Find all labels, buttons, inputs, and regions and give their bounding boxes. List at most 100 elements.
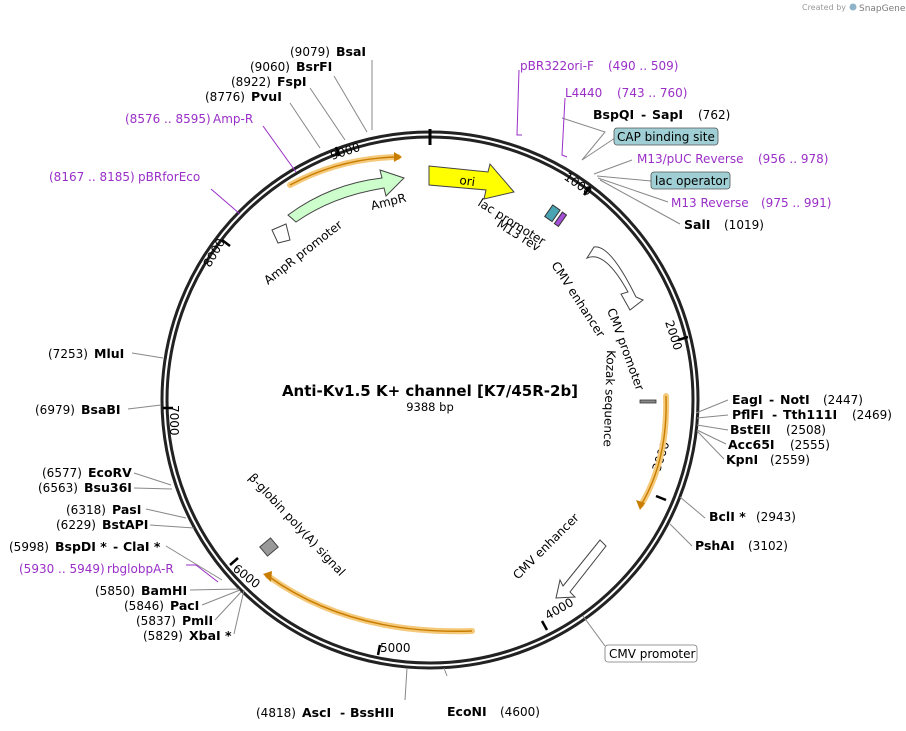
m13puc-primer-name: M13/pUC Reverse xyxy=(637,152,744,166)
cmv-promoter-box xyxy=(604,644,698,663)
ampr-primer-line xyxy=(289,156,399,186)
ori-feature xyxy=(428,162,515,200)
eagi-label: EagI xyxy=(732,392,763,407)
leader-econi xyxy=(443,667,448,677)
asci-label: AscI xyxy=(302,705,331,720)
leader-bsrfi xyxy=(333,75,368,133)
ecorv-position: (6577) xyxy=(42,466,82,480)
cap-binding-site-label: CAP binding site xyxy=(617,130,715,144)
ampr-promoter-feature xyxy=(271,223,291,244)
sapi-label: SapI xyxy=(652,107,683,122)
bcli-label: BclI * xyxy=(709,509,746,524)
ampr-promoter-label: AmpR promoter xyxy=(261,218,345,288)
ampr-primer-name: Amp-R xyxy=(213,112,253,126)
cmv-enhancer-2-label: CMV enhancer xyxy=(510,510,582,582)
leader-l4440 xyxy=(561,97,568,158)
leader-asci xyxy=(404,667,408,701)
kozak-feature xyxy=(639,399,657,404)
clai-label: ClaI * xyxy=(123,539,161,554)
bsabi-position: (6979) xyxy=(35,403,75,417)
plasmid-size: 9388 bp xyxy=(406,400,454,414)
leader-bsteii xyxy=(696,424,729,431)
tick-label-7000: 7000 xyxy=(167,405,181,436)
l4440-primer-name: L4440 xyxy=(565,86,602,100)
bsu36i-label: Bsu36I xyxy=(84,480,132,495)
tick-label-1000: 1000 xyxy=(562,170,595,199)
lac-promoter-feature xyxy=(544,204,561,223)
created-by-label: Created by xyxy=(802,3,846,12)
leader-lines xyxy=(127,60,729,701)
cmv-promoter-2-label: CMV promoter xyxy=(609,647,696,661)
ecorv-label: EcoRV xyxy=(88,465,132,480)
pasi-label: PasI xyxy=(112,502,141,517)
primer-highlights xyxy=(265,154,670,635)
bsrfi-position: (9060) xyxy=(250,60,290,74)
tick-label-4000: 4000 xyxy=(543,595,576,622)
xbai-label: XbaI * xyxy=(189,628,232,643)
eagi-separator: - xyxy=(769,392,774,407)
mlui-position: (7253) xyxy=(48,347,88,361)
bglobin-signal-feature xyxy=(259,537,279,557)
bspqi-separator: - xyxy=(641,107,646,122)
pvui-label: PvuI xyxy=(251,89,282,104)
m13rev-primer-name: M13 Reverse xyxy=(671,196,749,210)
plasmid-name: Anti-Kv1.5 K+ channel [K7/45R-2b] xyxy=(282,382,578,400)
leader-m13rev xyxy=(597,177,669,203)
leader-eagi xyxy=(695,399,729,414)
leader-m13puc xyxy=(593,159,633,175)
primer-leaders xyxy=(186,69,568,583)
tick-3000 xyxy=(655,494,667,502)
bglobin-line xyxy=(267,575,473,632)
lac-operator-box xyxy=(650,171,731,190)
leader-bcli xyxy=(679,496,706,519)
tick-marks xyxy=(163,146,689,656)
asci-separator: - xyxy=(340,705,345,720)
leader-pbrforeco xyxy=(210,188,241,215)
tth111i-label: Tth111I xyxy=(783,407,837,422)
cap-binding-site-box xyxy=(613,127,719,146)
m13puc-primer-range: (956 .. 978) xyxy=(758,152,828,166)
pvui-position: (8776) xyxy=(205,90,245,104)
cmv-enhancer-1-label: CMV enhancer xyxy=(548,259,607,340)
econi-label: EcoNI xyxy=(447,704,487,719)
pflfi-separator: - xyxy=(772,407,777,422)
leader-pmli xyxy=(214,591,242,621)
tick-label-5000: 5000 xyxy=(380,641,411,655)
xbai-position: (5829) xyxy=(143,629,183,643)
pbr322-primer-range: (490 .. 509) xyxy=(608,59,678,73)
l4440-primer-range: (743 .. 760) xyxy=(617,86,687,100)
leader-lac-operator xyxy=(596,175,652,182)
bglobin-arrowhead xyxy=(263,571,272,582)
ampr-label: AmpR xyxy=(369,191,407,213)
m13rev-primer-range: (975 .. 991) xyxy=(761,196,831,210)
leader-ecorv xyxy=(133,472,172,486)
econi-position: (4600) xyxy=(500,705,540,719)
cmv-enhancer-2-feature xyxy=(555,539,607,599)
bglobin-label: β-globin poly(A) signal xyxy=(246,470,348,578)
ampr-arrowhead xyxy=(394,152,402,162)
leader-pvui xyxy=(289,102,321,149)
leader-kpni xyxy=(696,430,725,460)
bsabi-label: BsaBI xyxy=(81,402,121,417)
leader-bamhi xyxy=(189,588,240,591)
leader-rbglob xyxy=(186,564,219,583)
acc65i-label: Acc65I xyxy=(728,437,775,452)
snapgene-brand: SnapGene xyxy=(859,4,906,14)
tick-5000 xyxy=(376,644,382,656)
ampr-feature xyxy=(287,169,405,223)
pshai-position: (3102) xyxy=(748,539,788,553)
leader-sali xyxy=(599,179,681,225)
bsteii-position: (2508) xyxy=(786,423,826,437)
bstapi-label: BstAPI xyxy=(102,517,148,532)
leader-pflfi xyxy=(696,414,729,419)
pmli-position: (5837) xyxy=(136,614,176,628)
leader-xbai xyxy=(233,589,245,635)
pflfi-position: (2469) xyxy=(852,408,892,422)
pflfi-label: PflFI xyxy=(732,407,764,422)
acc65i-position: (2555) xyxy=(790,438,830,452)
leader-bsabi xyxy=(127,404,162,410)
bspdi-separator: - xyxy=(113,539,118,554)
m13-rev-feature xyxy=(553,211,568,228)
paci-label: PacI xyxy=(170,598,199,613)
